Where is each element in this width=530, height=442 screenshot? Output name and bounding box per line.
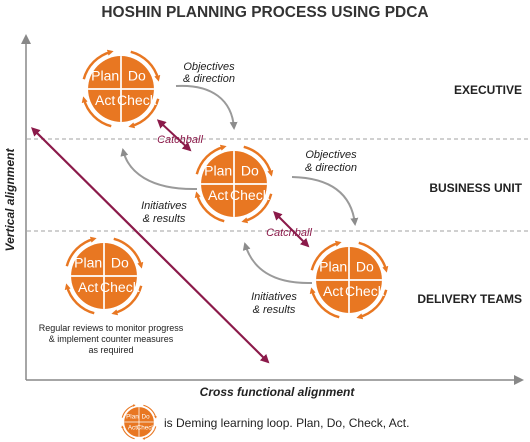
review-note-line1: Regular reviews to monitor progress [39,323,184,333]
wheel-check-label: Check [230,187,271,203]
catchball-label-2: Catchball [266,227,312,239]
wheel-act-label: Act [323,283,343,299]
catchball-label-1: Catchball [157,134,203,146]
initiatives-label-1a: Initiatives [141,200,187,212]
objectives-label-2b: & direction [305,162,357,174]
wheel-plan-label: Plan [319,258,347,274]
wheel-plan-label: Plan [74,254,102,270]
initiatives-label-2a: Initiatives [251,291,297,303]
legend-pdca-icon: Plan Do Act Check [122,405,156,439]
initiatives-arrow-bu [120,148,198,191]
wheel-do-label: Do [128,67,146,83]
wheel-check-label: Check [345,283,386,299]
wheel-act-label: Act [208,187,228,203]
initiatives-label-1b: & results [143,213,186,225]
review-note-line3: as required [88,345,133,355]
objectives-arrow-bu [291,176,359,226]
initiatives-arrow-dt [242,242,313,285]
wheel-plan-label: Plan [204,162,232,178]
level-executive: EXECUTIVE [454,83,522,97]
vertical-axis-label: Vertical alignment [3,148,17,252]
review-diagonal-arrow [31,127,270,364]
wheel-check-label: Check [100,279,141,295]
wheel-do-label: Do [241,162,259,178]
wheel-do-label: Do [356,258,374,274]
legend-text: is Deming learning loop. Plan, Do, Check… [164,416,409,430]
pdca-wheel-executive: Plan Do Act Check [84,52,158,126]
pdca-wheel-delivery-teams: Plan Do Act Check [312,243,386,317]
objectives-label-1b: & direction [183,73,235,85]
level-delivery-teams: DELIVERY TEAMS [417,292,522,306]
initiatives-label-2b: & results [253,304,296,316]
review-note-line2: & implement counter measures [49,334,174,344]
wheel-act-label: Act [95,92,115,108]
level-business-unit: BUSINESS UNIT [429,181,522,195]
objectives-label-2a: Objectives [305,149,357,161]
legend-plan-label: Plan [126,414,139,421]
page-title: HOSHIN PLANNING PROCESS USING PDCA [101,4,428,21]
pdca-wheel-reviews: Plan Do Act Check [67,239,141,313]
wheel-do-label: Do [111,254,129,270]
wheel-plan-label: Plan [91,67,119,83]
pdca-wheel-business-unit: Plan Do Act Check [197,147,271,221]
wheel-check-label: Check [117,92,158,108]
legend-check-label: Check [137,425,156,432]
catchball-arrow-2 [273,211,310,248]
wheel-act-label: Act [78,279,98,295]
legend-act-label: Act [128,425,137,432]
objectives-label-1a: Objectives [183,61,235,73]
objectives-arrow-exec [175,84,238,130]
catchball-arrow-1 [156,119,192,152]
horizontal-axis-label: Cross functional alignment [200,385,356,399]
legend-do-label: Do [142,414,151,421]
